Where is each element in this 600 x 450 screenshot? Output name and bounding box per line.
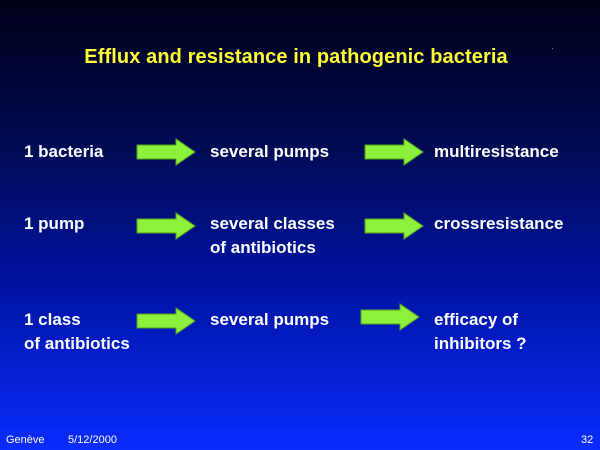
right-arrow-icon <box>364 212 424 240</box>
right-arrow-icon <box>136 307 196 335</box>
row3-result-line1: efficacy of <box>434 310 519 329</box>
row3-middle: several pumps <box>210 308 329 332</box>
row3-result: efficacy of inhibitors ? <box>434 308 527 356</box>
row1-middle-line1: several pumps <box>210 142 330 161</box>
row1-result: multiresistance <box>434 140 559 164</box>
decorative-dot <box>552 48 553 49</box>
row1-subject: 1 bacteria <box>24 140 103 164</box>
row1-result-line1: multiresistance <box>434 142 559 161</box>
row3-subject: 1 class of antibiotics <box>24 308 130 356</box>
row3-middle-line1: several pumps <box>210 310 330 329</box>
right-arrow-icon <box>360 303 420 331</box>
row1-middle: several pumps <box>210 140 329 164</box>
right-arrow-icon <box>136 138 196 166</box>
row2-middle-line1: several classes <box>210 214 335 233</box>
row2-result: crossresistance <box>434 212 563 236</box>
right-arrow-icon <box>364 138 424 166</box>
slide-title: Efflux and resistance in pathogenic bact… <box>84 46 508 68</box>
footer-location: Genève <box>6 434 45 446</box>
row2-subject: 1 pump <box>24 212 84 236</box>
row2-result-line1: crossresistance <box>434 214 564 233</box>
row2-middle-line2: of antibiotics <box>210 238 316 257</box>
right-arrow-icon <box>136 212 196 240</box>
row1-subject-line1: 1 bacteria <box>24 142 104 161</box>
footer-date: 5/12/2000 <box>68 434 117 446</box>
row2-subject-line1: 1 pump <box>24 214 85 233</box>
row2-middle: several classes of antibiotics <box>210 212 335 260</box>
row3-subject-line2: of antibiotics <box>24 334 130 353</box>
footer-page-number: 32 <box>581 434 594 446</box>
row3-subject-line1: 1 class <box>24 310 81 329</box>
row3-result-line2: inhibitors ? <box>434 334 527 353</box>
